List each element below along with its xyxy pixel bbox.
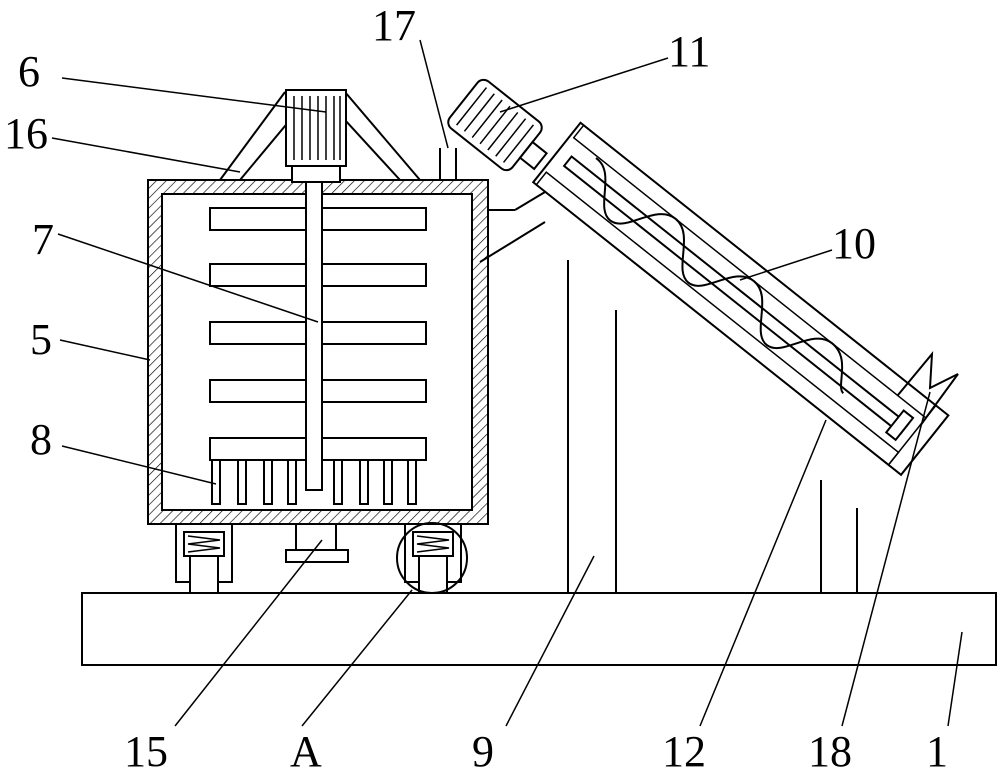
label-17: 17: [372, 1, 416, 50]
label-16: 16: [4, 109, 48, 158]
stirring-blades: [209, 207, 427, 461]
stirring-motor: [285, 89, 347, 183]
reference-labels: 6 16 17 11 7 10 5 8 15 A 9 12 18 1: [4, 1, 948, 776]
label-5: 5: [30, 315, 52, 364]
label-6: 6: [18, 47, 40, 96]
screw-helix: [595, 157, 845, 394]
conveyor-rear-support: [820, 480, 858, 593]
stirring-shaft: [305, 181, 323, 491]
label-15: 15: [124, 727, 168, 776]
base-plate: [81, 592, 997, 666]
label-1: 1: [926, 727, 948, 776]
label-18: 18: [808, 727, 852, 776]
label-10: 10: [832, 219, 876, 268]
motor-frame: [219, 91, 421, 181]
label-9: 9: [472, 727, 494, 776]
label-a: A: [290, 727, 322, 776]
scraper-teeth: [211, 459, 417, 505]
leader-lines: [51, 39, 963, 727]
label-12: 12: [662, 727, 706, 776]
support-column: [479, 221, 617, 593]
outlet-chute: [897, 351, 959, 427]
feed-pipe: [439, 148, 457, 180]
spring-damper-left: [175, 523, 233, 594]
spring-damper-right: [404, 523, 462, 594]
label-8: 8: [30, 415, 52, 464]
discharge-outlet: [285, 523, 349, 563]
label-11: 11: [668, 27, 710, 76]
tank-to-conveyor-connector: [488, 191, 546, 211]
screw-conveyor: [531, 121, 950, 477]
label-7: 7: [32, 215, 54, 264]
detail-circle-a: [396, 522, 468, 594]
screw-motor: [447, 78, 549, 172]
